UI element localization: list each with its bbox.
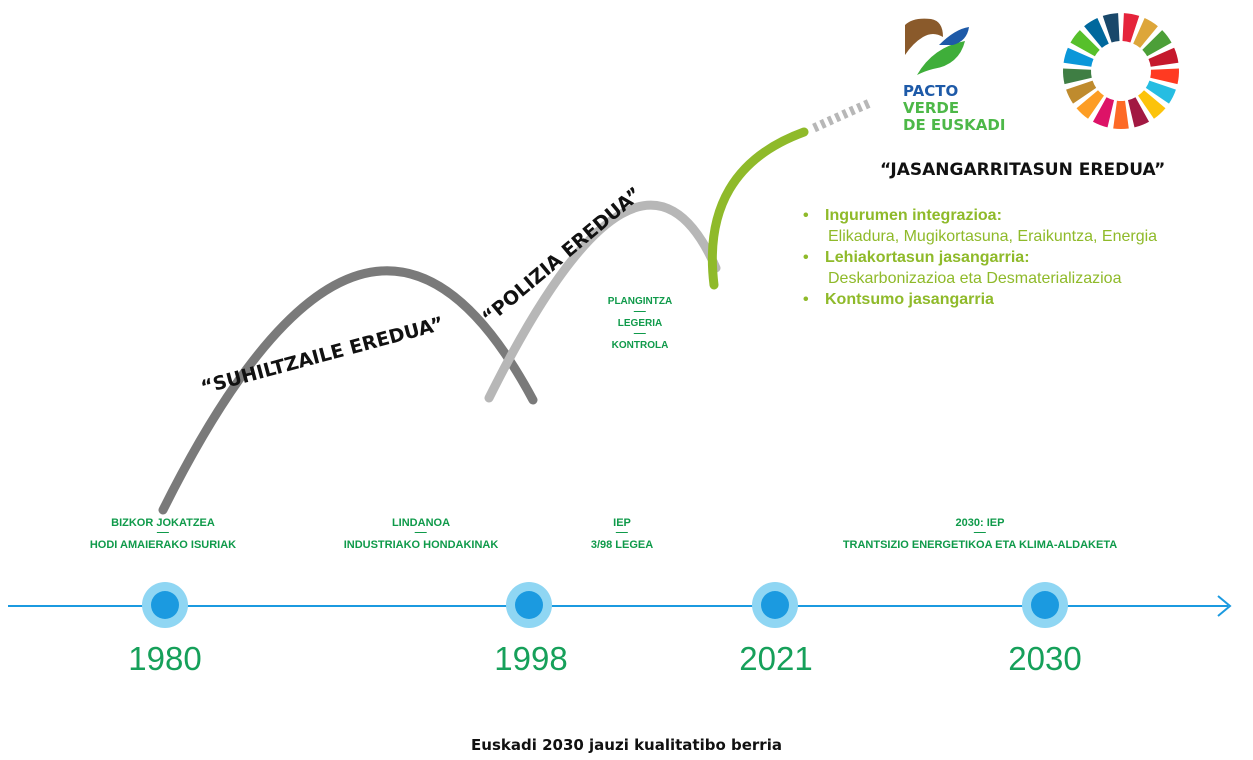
sdg-segment	[1066, 80, 1097, 104]
bullet-title: Lehiakortasun jasangarria:	[803, 247, 1157, 268]
milestone-1980-bottom: HODI AMAIERAKO ISURIAK	[89, 539, 237, 551]
logo-line-2: VERDE	[903, 99, 960, 117]
logo-line-1: PACTO	[903, 82, 959, 100]
milestone-1980-top: BIZKOR JOKATZEA	[111, 517, 215, 529]
year-1980: 1980	[128, 640, 202, 677]
separator-dash	[615, 532, 628, 533]
sdg-segment	[1122, 13, 1140, 43]
sdg-segment	[1063, 68, 1092, 85]
milestone-2030-bottom: TRANTSIZIO ENERGETIKOA ETA KLIMA-ALDAKET…	[842, 539, 1118, 551]
sdg-segment	[1063, 47, 1094, 67]
polizia-curve	[484, 200, 721, 403]
sdg-segment	[1127, 97, 1150, 128]
milestone-1998-bottom: INDUSTRIAKO HONDAKINAK	[343, 539, 499, 551]
suhiltzaile-model-label: “SUHILTZAILE EREDUA”	[199, 313, 447, 399]
milestone-1998-top: LINDANOA	[391, 517, 451, 529]
pacto-verde-leaf-icon	[905, 18, 969, 75]
milestone-2021-top: IEP	[613, 517, 631, 529]
future-dashed-curve	[812, 97, 874, 133]
year-2021: 2021	[739, 640, 813, 677]
sdg-segment	[1148, 47, 1179, 67]
logo-line-3: DE EUSKADI	[903, 116, 1006, 134]
jasangarritasun-model-label: “JASANGARRITASUN EREDUA”	[880, 160, 1166, 180]
sdg-wheel-icon	[1063, 13, 1179, 129]
sdg-segment	[1070, 30, 1100, 57]
bullet-title: Ingurumen integrazioa:	[803, 205, 1157, 226]
separator-dash	[156, 532, 169, 533]
timeline-dot-1998	[506, 582, 552, 628]
milestone-2021-label: IEP 3/98 LEGEA	[591, 517, 653, 552]
sdg-segment	[1102, 13, 1120, 43]
tool-legislation: LEGERIA	[617, 318, 663, 329]
sdg-segment	[1076, 90, 1104, 119]
separator-dash	[414, 532, 427, 533]
timeline-arrowhead	[1217, 595, 1232, 617]
pacto-verde-logo-text: PACTO VERDE DE EUSKADI	[903, 83, 1005, 134]
year-1998: 1998	[494, 640, 568, 677]
sdg-segment	[1084, 18, 1109, 48]
timeline-dot-2021	[752, 582, 798, 628]
milestone-2021-bottom: 3/98 LEGEA	[590, 539, 654, 551]
sdg-segment	[1092, 97, 1115, 128]
bullet-title: Kontsumo jasangarria	[803, 289, 1157, 310]
sustainability-list: Ingurumen integrazioa: Elikadura, Mugiko…	[803, 205, 1157, 310]
milestone-1998-label: LINDANOA INDUSTRIAKO HONDAKINAK	[344, 517, 499, 552]
tool-control: KONTROLA	[611, 340, 669, 351]
policy-tools: PLANGINTZA LEGERIA KONTROLA	[608, 296, 672, 352]
milestone-2030-label: 2030: IEP TRANTSIZIO ENERGETIKOA ETA KLI…	[843, 517, 1117, 552]
sdg-segment	[1133, 18, 1158, 48]
sdg-segment	[1142, 30, 1172, 57]
bullet-detail: Elikadura, Mugikortasuna, Eraikuntza, En…	[828, 228, 1158, 245]
separator-dash	[974, 532, 986, 533]
timeline-dot-2030	[1022, 582, 1068, 628]
timeline-dot-1980	[142, 582, 188, 628]
separator-dash	[633, 333, 646, 334]
jasangarritasun-curve	[707, 127, 809, 290]
sdg-segment	[1138, 90, 1166, 119]
year-2030: 2030	[1008, 640, 1082, 677]
suhiltzaile-curve	[158, 266, 538, 515]
separator-dash	[633, 311, 646, 312]
milestone-1980-label: BIZKOR JOKATZEA HODI AMAIERAKO ISURIAK	[90, 517, 236, 552]
milestone-2030-top: 2030: IEP	[955, 517, 1005, 529]
bullet-detail: Deskarbonizazioa eta Desmaterializazioa	[828, 270, 1122, 287]
sdg-segment	[1145, 80, 1176, 104]
caption: Euskadi 2030 jauzi kualitatibo berria	[471, 736, 782, 754]
sdg-segment	[1113, 100, 1129, 129]
sdg-segment	[1150, 68, 1179, 85]
tool-planning: PLANGINTZA	[607, 296, 673, 307]
